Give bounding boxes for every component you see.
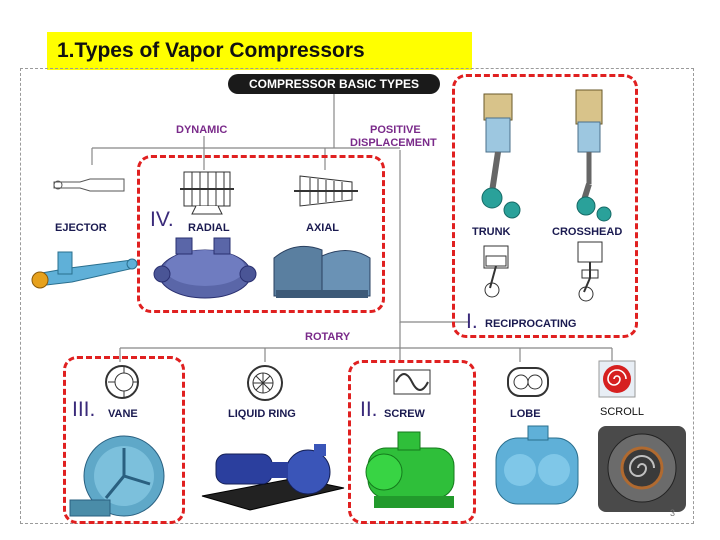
roman-marker-iii: III. xyxy=(72,398,96,421)
slide-title: 1.Types of Vapor Compressors xyxy=(47,32,472,70)
liquid-ring-schematic-icon xyxy=(247,365,283,401)
highlight-dynamic-radial xyxy=(137,155,385,313)
ejector-machine-icon xyxy=(31,251,138,289)
roman-marker-ii: II. xyxy=(360,398,378,421)
category-positive-displacement-line2: DISPLACEMENT xyxy=(350,137,437,149)
roman-marker-iv: IV. xyxy=(150,208,174,231)
trunk-schematic-icon xyxy=(483,245,509,298)
screw-machine-icon xyxy=(365,431,455,508)
category-positive-displacement-line1: POSITIVE xyxy=(370,124,421,136)
trunk-piston-icon xyxy=(481,93,521,219)
type-lobe-label: LOBE xyxy=(510,408,541,420)
crosshead-schematic-icon xyxy=(577,241,603,302)
type-trunk-label: TRUNK xyxy=(472,226,511,238)
vane-machine-icon xyxy=(69,435,165,517)
category-rotary: ROTARY xyxy=(305,331,351,343)
category-dynamic: DYNAMIC xyxy=(176,124,228,136)
vane-schematic-icon xyxy=(105,365,139,399)
highlight-reciprocating xyxy=(452,74,638,338)
type-scroll-label: SCROLL xyxy=(600,406,645,418)
axial-machine-icon xyxy=(273,245,371,298)
axial-schematic-icon xyxy=(294,175,358,207)
highlight-screw xyxy=(348,360,476,524)
scroll-schematic-icon xyxy=(598,360,636,398)
type-axial-label: AXIAL xyxy=(306,222,339,234)
lobe-schematic-icon xyxy=(507,367,549,397)
type-crosshead-label: CROSSHEAD xyxy=(552,226,623,238)
content-frame xyxy=(20,68,694,524)
ejector-schematic-icon xyxy=(53,178,125,192)
crosshead-piston-icon xyxy=(575,89,612,222)
screw-schematic-icon xyxy=(393,369,431,395)
type-radial-label: RADIAL xyxy=(188,222,230,234)
roman-marker-i: I. xyxy=(466,310,478,333)
highlight-vane xyxy=(63,356,185,524)
type-vane-label: VANE xyxy=(108,408,138,420)
radial-schematic-icon xyxy=(180,171,234,215)
type-screw-label: SCREW xyxy=(384,408,425,420)
type-ejector-label: EJECTOR xyxy=(55,222,107,234)
page-number: 3 xyxy=(670,508,676,518)
radial-machine-icon xyxy=(153,237,257,299)
liquid-ring-machine-icon xyxy=(201,444,345,511)
lobe-machine-icon xyxy=(495,425,579,505)
scroll-machine-icon xyxy=(598,426,686,512)
root-banner: COMPRESSOR BASIC TYPES xyxy=(228,74,440,94)
type-liquid-ring-label: LIQUID RING xyxy=(228,408,296,420)
category-reciprocating: RECIPROCATING xyxy=(485,318,577,330)
